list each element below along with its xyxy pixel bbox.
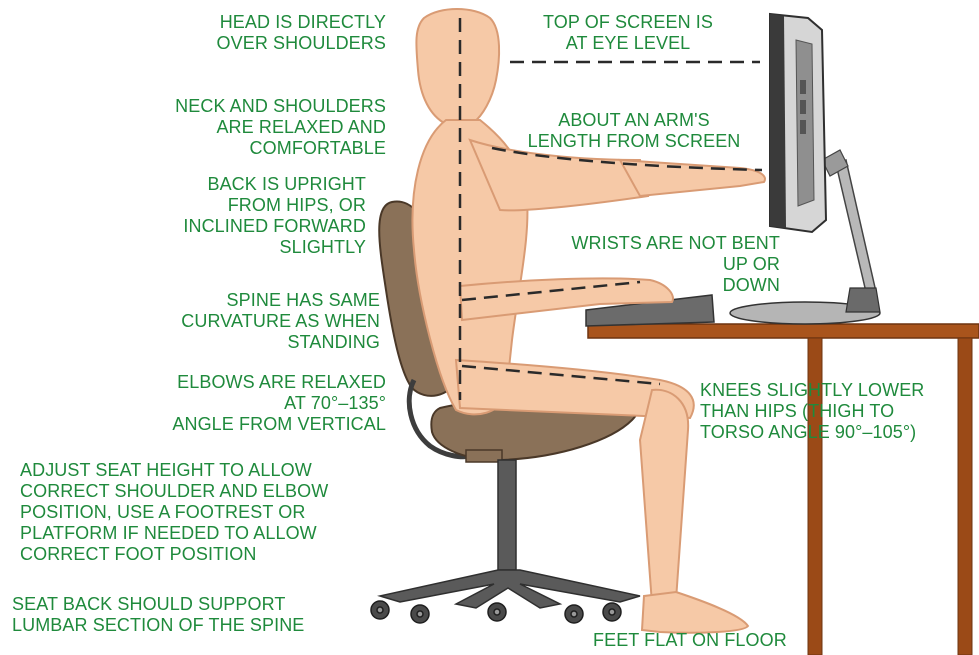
chair-casters [371, 601, 621, 623]
chair-base [380, 570, 640, 608]
forearm-extended [620, 160, 765, 196]
label-seat-height: ADJUST SEAT HEIGHT TO ALLOW CORRECT SHOU… [20, 460, 380, 565]
label-head: HEAD IS DIRECTLY OVER SHOULDERS [150, 12, 386, 54]
label-back: BACK IS UPRIGHT FROM HIPS, OR INCLINED F… [130, 174, 366, 258]
label-seat-back: SEAT BACK SHOULD SUPPORT LUMBAR SECTION … [12, 594, 372, 636]
label-spine: SPINE HAS SAME CURVATURE AS WHEN STANDIN… [130, 290, 380, 353]
monitor-screen-edge [770, 14, 786, 228]
head [416, 9, 499, 124]
foot [642, 592, 748, 633]
monitor-base-pillar [846, 288, 880, 312]
chair-column [498, 460, 516, 570]
desk-top [588, 324, 979, 338]
chair-seat-mechanism [466, 450, 502, 462]
label-arm-length: ABOUT AN ARM'S LENGTH FROM SCREEN [506, 110, 762, 152]
monitor-stand-arm [836, 160, 876, 292]
shin [640, 390, 688, 609]
label-top-screen: TOP OF SCREEN IS AT EYE LEVEL [516, 12, 740, 54]
label-knees: KNEES SLIGHTLY LOWER THAN HIPS (THIGH TO… [700, 380, 970, 443]
label-feet: FEET FLAT ON FLOOR [593, 630, 823, 651]
label-wrists: WRISTS ARE NOT BENT UP OR DOWN [526, 233, 780, 296]
label-neck: NECK AND SHOULDERS ARE RELAXED AND COMFO… [130, 96, 386, 159]
label-elbows: ELBOWS ARE RELAXED AT 70°–135° ANGLE FRO… [120, 372, 386, 435]
